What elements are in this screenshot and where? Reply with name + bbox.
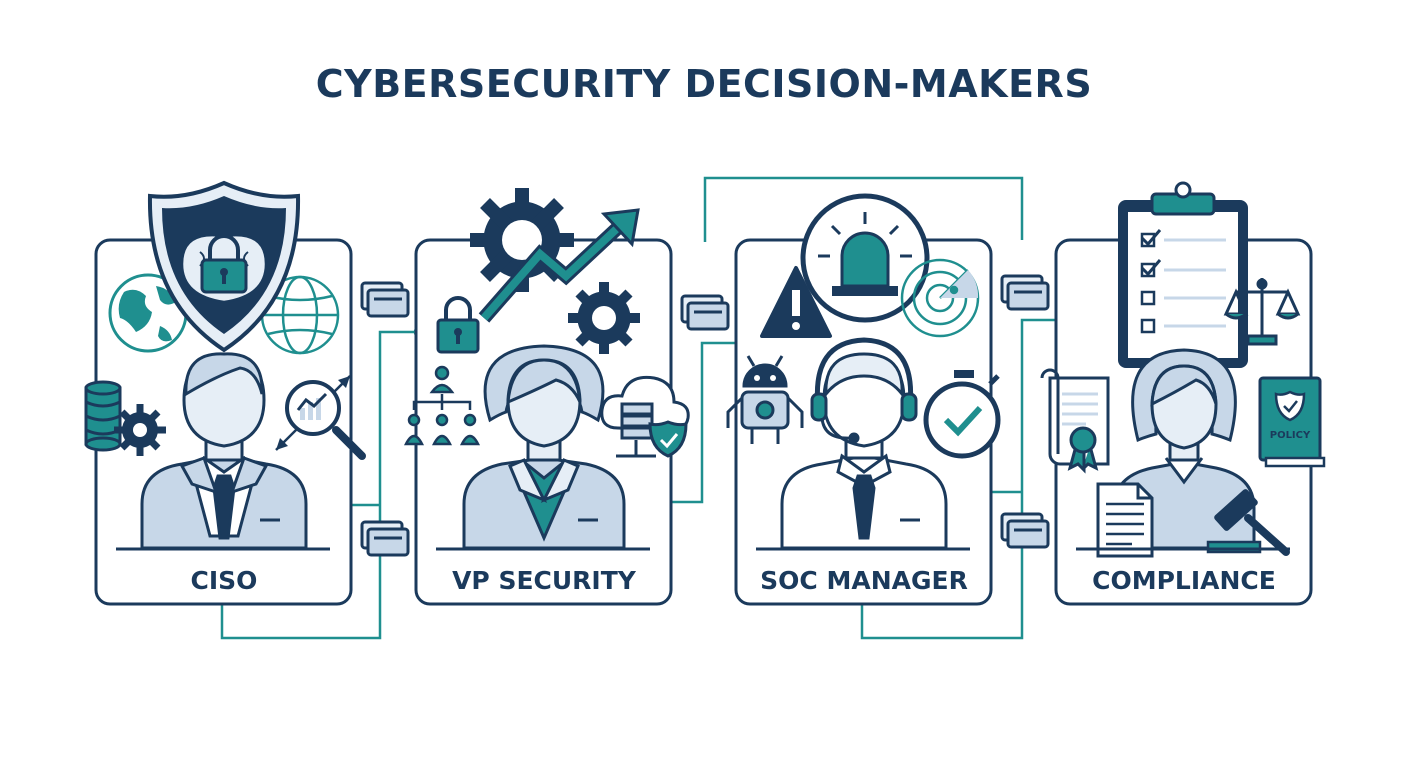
alarm-siren-icon [800,193,930,323]
padlock-icon [436,296,480,354]
policy-book-icon: POLICY [1258,376,1326,468]
page-title: CYBERSECURITY DECISION-MAKERS [315,62,1093,106]
role-label-soc-manager: SOC MANAGER [760,566,968,595]
certificate-icon [1040,368,1110,474]
growth-arrow-icon [478,208,640,323]
radar-icon [900,258,980,338]
robot-icon [726,355,804,444]
org-chart-icon [403,365,481,446]
id-card-icon [360,281,410,318]
id-card-icon [680,294,730,331]
document-icon [1096,482,1154,558]
database-icon [84,380,122,452]
gavel-icon [1206,489,1290,556]
clipboard-checklist-icon [1118,181,1248,368]
id-card-icon [360,520,410,557]
id-card-icon [1000,274,1050,311]
id-card-icon [1000,512,1050,549]
woman-avatar [1112,348,1256,550]
role-label-ciso: CISO [191,566,258,595]
gears-icon [470,188,640,354]
man-in-suit-avatar [140,352,308,550]
connector-lines [220,176,1068,640]
policy-label: POLICY [1270,430,1311,441]
magnifier-chart-icon [275,375,366,460]
role-card-ciso: CISO [84,180,366,595]
role-card-soc-manager: SOC MANAGER [726,193,1001,595]
role-card-vp-security: VP SECURITY [403,188,690,595]
role-label-vp-security: VP SECURITY [452,566,637,595]
warning-triangle-icon [760,266,832,338]
woman-in-suit-avatar [462,344,626,550]
stopwatch-check-icon [923,370,1001,459]
gear-icon [114,404,166,456]
man-with-headset-avatar [780,337,948,550]
scales-icon [1223,278,1301,346]
role-card-compliance: POLICY [1040,181,1326,595]
shield-lock-brain-icon [147,180,301,353]
role-label-compliance: COMPLIANCE [1092,566,1276,595]
